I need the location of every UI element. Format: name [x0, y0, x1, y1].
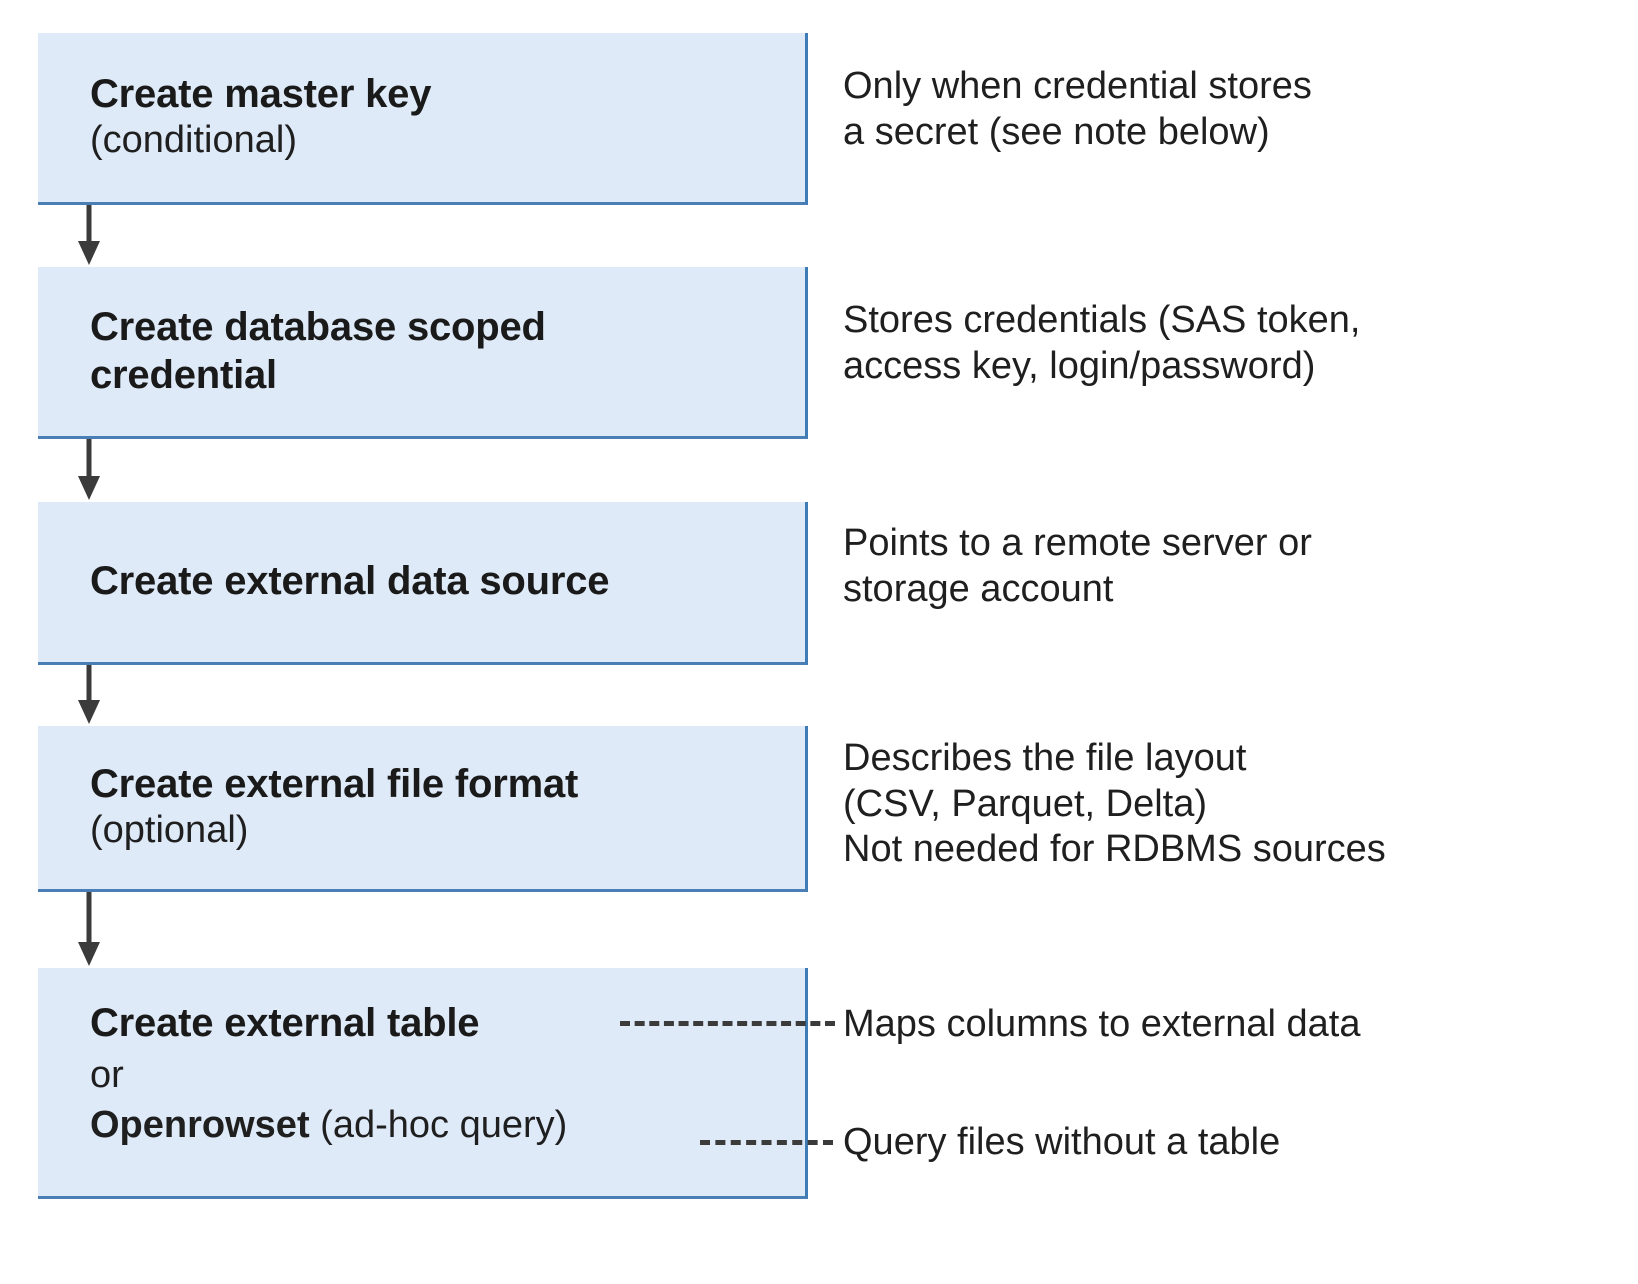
dashed-connector-icon [700, 1140, 833, 1145]
step-note-create-database-scoped-credential: Stores credentials (SAS token, access ke… [843, 299, 1361, 387]
step-title: Create external data source [90, 559, 610, 604]
flow-step-create-external-file-format: Create external file format (optional) [38, 726, 808, 892]
down-arrow-icon [78, 892, 100, 968]
step-note-create-external-file-format: Describes the file layout (CSV, Parquet,… [843, 737, 1386, 871]
openrowset-suffix: (ad-hoc query) [309, 1103, 568, 1146]
openrowset-label: Openrowset [90, 1103, 310, 1146]
down-arrow-icon [78, 205, 100, 267]
step-subtitle: (conditional) [90, 119, 297, 162]
down-arrow-icon [78, 439, 100, 502]
down-arrow-icon [78, 665, 100, 726]
step-title: Create database scoped credential [90, 305, 546, 397]
step-title-external-table: Create external table [90, 1001, 480, 1045]
step-note-create-master-key: Only when credential stores a secret (se… [843, 65, 1312, 153]
flow-step-create-database-scoped-credential: Create database scoped credential [38, 267, 808, 439]
flow-step-create-external-data-source: Create external data source [38, 502, 808, 665]
step-subtitle: (optional) [90, 809, 249, 852]
note-maps-columns: Maps columns to external data [843, 1003, 1361, 1045]
note-query-files: Query files without a table [843, 1121, 1281, 1163]
or-label: or [90, 1054, 124, 1097]
dashed-connector-icon [620, 1021, 835, 1026]
flow-step-create-external-table-or-openrowset: Create external table or Openrowset (ad-… [38, 968, 808, 1199]
step-note-create-external-data-source: Points to a remote server or storage acc… [843, 522, 1312, 610]
step-title: Create master key [90, 72, 432, 117]
flow-step-create-master-key: Create master key (conditional) [38, 33, 808, 205]
openrowset-line: Openrowset (ad-hoc query) [90, 1103, 787, 1149]
step-title: Create external file format [90, 762, 579, 807]
